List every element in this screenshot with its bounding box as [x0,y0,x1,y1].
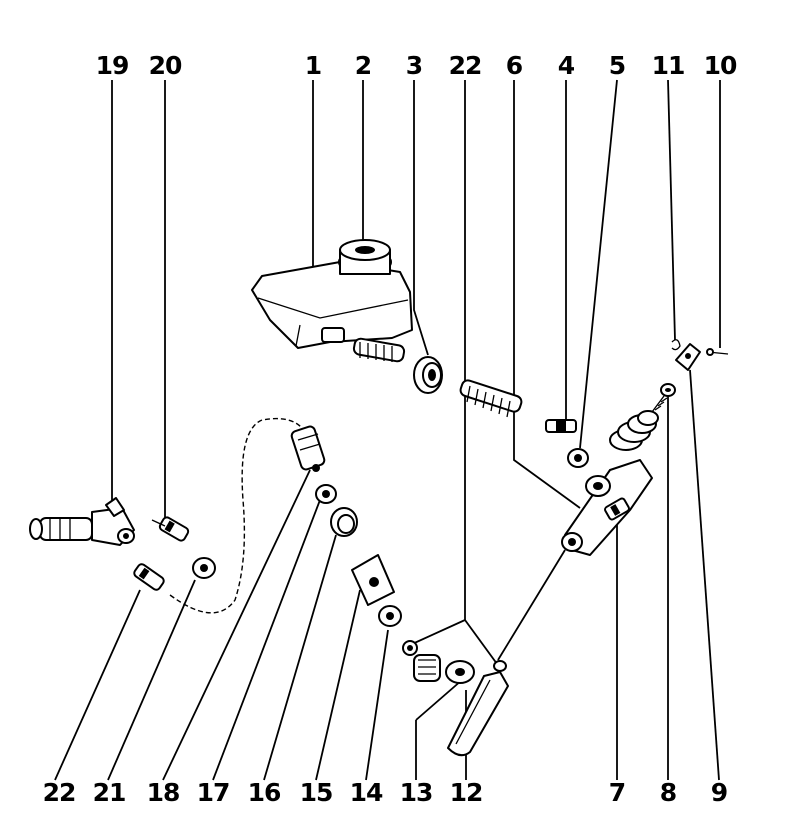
part-9-clevis [675,343,701,371]
callout-6: 6 [506,51,523,80]
callout-13: 13 [400,778,433,807]
leader-16 [263,534,337,781]
leader-22-bottom [54,589,141,781]
part-22-union-pedal [402,640,418,656]
return-spring [459,379,523,418]
callout-2: 2 [355,51,371,80]
part-5-washer [567,448,589,468]
leader-21 [107,579,196,781]
leader-9 [689,369,720,781]
part-16-grommet [330,507,358,537]
callout-17: 17 [197,778,230,807]
leader-lines [54,79,721,781]
leader-5 [579,79,618,449]
callout-21: 21 [93,778,126,807]
callout-3: 3 [406,51,422,80]
callout-22-top: 22 [449,51,482,80]
part-4-bolt [545,419,577,433]
part-15-plate [351,554,395,606]
callout-22-bottom: 22 [43,778,76,807]
leader-15 [315,589,361,781]
part-6-master-cylinder [561,395,668,556]
part-17-washer [315,484,337,504]
part-18-hose-fitting [290,425,326,472]
callout-19: 19 [96,51,129,80]
part-13-pivot-bushing [413,654,475,684]
leader-6 [513,80,581,509]
callout-5: 5 [609,51,625,80]
part-21-nut [192,557,216,579]
callout-20: 20 [149,51,182,80]
part-19-slave-cylinder [29,497,135,546]
callout-18: 18 [147,778,180,807]
callout-4: 4 [558,51,575,80]
leader-3 [413,80,429,356]
part-22-union-left [133,563,165,591]
part-8-ring [660,383,676,397]
callout-11: 11 [652,51,685,80]
part-10-pin [706,348,729,356]
callout-14: 14 [350,778,383,807]
leader-22-top-b [464,619,501,669]
callout-15: 15 [300,778,333,807]
part-3-seal [413,356,443,394]
part-1-reservoir [251,239,413,349]
callout-8: 8 [660,778,676,807]
part-14-nut [378,605,402,627]
leader-14 [365,629,389,781]
leader-13-b [415,679,463,721]
pushrod-axis-line [497,549,566,661]
leader-18 [162,469,311,781]
callout-9: 9 [711,778,727,807]
part-20-bleed-screw [151,516,190,542]
part-7-fitting [604,497,630,521]
callout-10: 10 [704,51,737,80]
hydraulic-hose-dashed [169,417,303,614]
leader-11 [667,79,676,341]
part-12-pedal [447,660,509,757]
part-11-clip [671,339,681,351]
leader-17 [212,499,321,781]
callout-1: 1 [305,51,321,80]
callout-12: 12 [450,778,483,807]
callout-7: 7 [609,778,625,807]
callout-16: 16 [248,778,281,807]
part-2-spring [352,337,406,363]
